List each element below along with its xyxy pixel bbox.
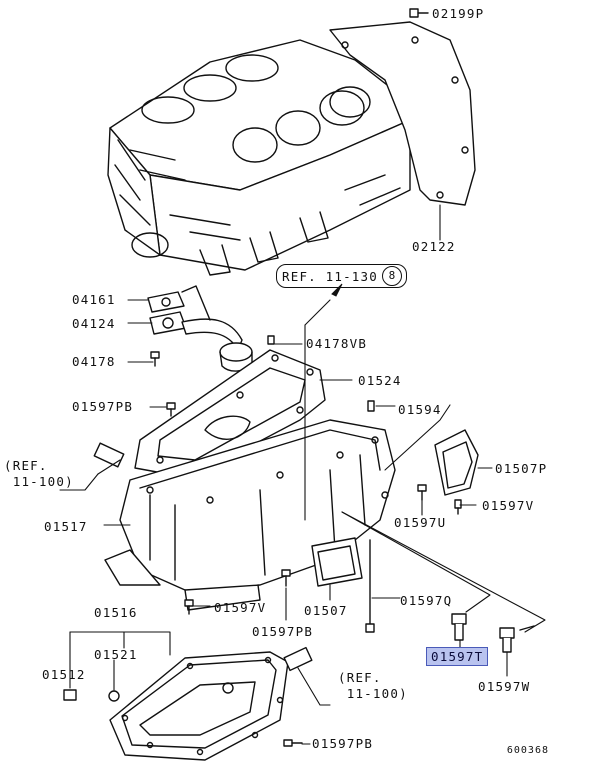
engine-block-drawing [107, 39, 411, 276]
ref-11-100-left[interactable]: (REF. 11-100) [4, 458, 74, 489]
ref-11-130-box[interactable]: REF. 11-130 8 [276, 264, 407, 288]
gasket-drawing [311, 537, 363, 587]
label-01512[interactable]: 01512 [42, 667, 86, 682]
highlight-01597T: 01597T [426, 647, 489, 666]
label-01597PB-bottom[interactable]: 01597PB [312, 736, 374, 751]
label-01517[interactable]: 01517 [44, 519, 88, 534]
label-01516[interactable]: 01516 [94, 605, 138, 620]
label-01524[interactable]: 01524 [358, 373, 402, 388]
oil-strainer-drawing [147, 285, 253, 372]
label-04178VB[interactable]: 04178VB [306, 336, 368, 351]
rear-plate-drawing [329, 21, 476, 206]
leader-lines [59, 204, 546, 745]
ref-11-130-circle-number: 8 [381, 266, 402, 286]
ref-11-100-bottom[interactable]: (REF. 11-100) [338, 670, 408, 701]
label-01597PB-middle[interactable]: 01597PB [252, 624, 314, 639]
label-04178[interactable]: 04178 [72, 354, 116, 369]
diagram-code: 600368 [506, 745, 549, 756]
label-01507P[interactable]: 01507P [495, 461, 548, 476]
label-01597V-right[interactable]: 01597V [482, 498, 535, 513]
label-01597W[interactable]: 01597W [478, 679, 531, 694]
label-01597V-lower[interactable]: 01597V [214, 600, 267, 615]
label-02199P[interactable]: 02199P [432, 6, 485, 21]
filter-bracket-drawing [434, 429, 479, 496]
label-01597PB-upper[interactable]: 01597PB [72, 399, 134, 414]
bolts-drawing [63, 8, 535, 747]
label-01507[interactable]: 01507 [304, 603, 348, 618]
label-01594[interactable]: 01594 [398, 402, 442, 417]
label-04161[interactable]: 04161 [72, 292, 116, 307]
ref-11-130-text: REF. 11-130 [282, 268, 378, 284]
label-01597T-highlighted[interactable]: 01597T [426, 647, 489, 666]
label-02122[interactable]: 02122 [412, 239, 456, 254]
label-04124[interactable]: 04124 [72, 316, 116, 331]
label-01597Q[interactable]: 01597Q [400, 593, 453, 608]
label-01597U[interactable]: 01597U [394, 515, 447, 530]
label-01521[interactable]: 01521 [94, 647, 138, 662]
lower-oil-pan-drawing [109, 651, 289, 761]
baffle-plate-drawing [134, 349, 326, 479]
